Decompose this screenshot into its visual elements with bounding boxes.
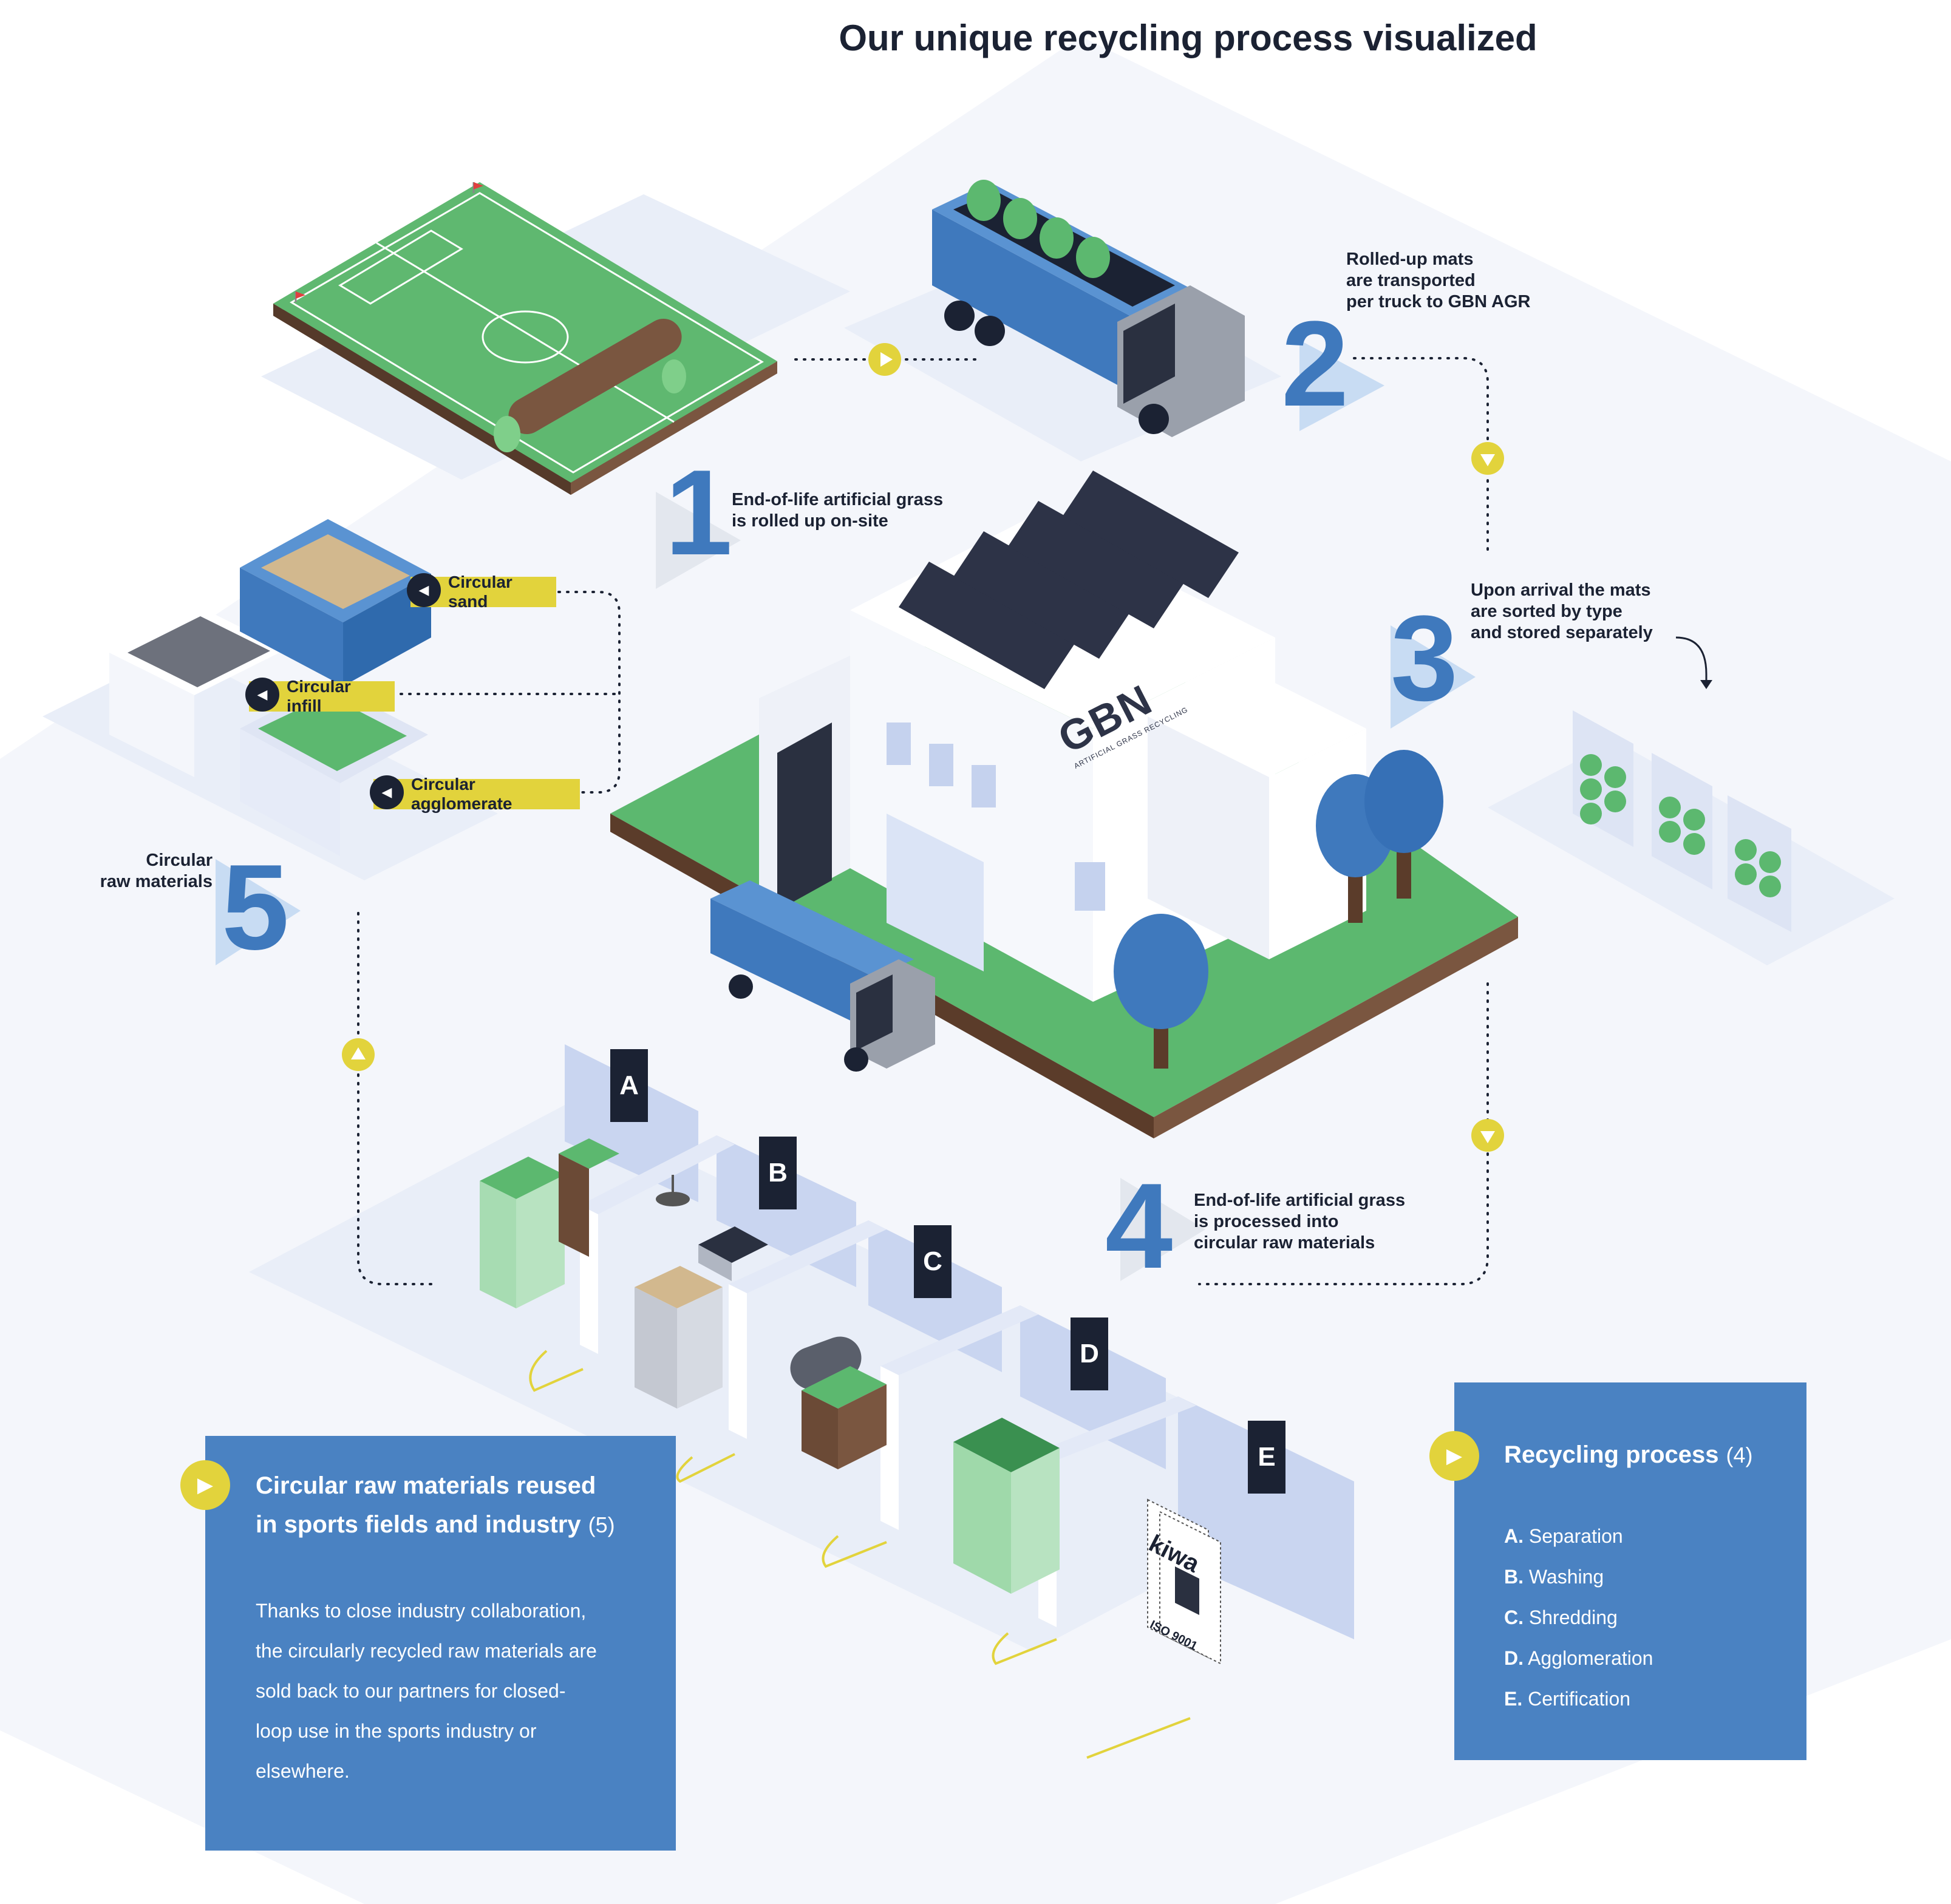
list-item: A. Separation — [1504, 1525, 1623, 1547]
step-3-number: 3 — [1391, 591, 1459, 726]
tag-circular-sand: ◀ Circular sand — [407, 573, 556, 611]
factory-island — [610, 471, 1518, 1138]
panel-reuse: ▶ Circular raw materials reused in sport… — [180, 1436, 676, 1851]
room-label-c: C — [914, 1225, 952, 1298]
tag-circular-infill: ◀ Circular infill — [245, 677, 395, 715]
list-item: D. Agglomeration — [1504, 1647, 1653, 1669]
room-label-a: A — [610, 1049, 648, 1122]
step-3-triangle — [1391, 625, 1476, 729]
play-left-icon: ◀ — [245, 678, 279, 712]
step-5-triangle — [216, 859, 301, 965]
step-4-triangle — [1120, 1178, 1205, 1281]
panel-reuse-heading: Circular raw materials reused in sports … — [256, 1472, 615, 1538]
step-1-number: 1 — [665, 445, 733, 580]
room-label-d: D — [1071, 1318, 1108, 1390]
flow-markers — [342, 343, 1504, 1152]
play-left-icon: ◀ — [370, 775, 404, 809]
panel-process-heading: Recycling process(4) — [1504, 1441, 1753, 1468]
step-5-number: 5 — [222, 840, 290, 975]
storage-racks — [1488, 710, 1895, 965]
flow-connectors — [357, 357, 1489, 1285]
panel-reuse-body: Thanks to close industry collaboration, … — [256, 1600, 597, 1782]
truck-transport — [844, 180, 1281, 461]
room-label-e: E — [1248, 1421, 1285, 1494]
panel-recycling-process: ▶ Recycling process(4) A. Separation B. … — [1429, 1382, 1806, 1760]
process-steps-list: A. Separation B. Washing C. Shredding D.… — [1504, 1516, 1796, 1719]
list-item: B. Washing — [1504, 1566, 1604, 1588]
play-left-icon: ◀ — [407, 573, 441, 607]
step-4-number: 4 — [1105, 1158, 1173, 1294]
play-icon: ▶ — [180, 1460, 230, 1510]
floor-arrows — [529, 1350, 1191, 1759]
list-item: E. Certification — [1504, 1688, 1631, 1710]
football-field — [273, 182, 777, 495]
sort-arrow — [1675, 636, 1708, 683]
step-2-triangle — [1299, 340, 1384, 431]
list-item: C. Shredding — [1504, 1606, 1618, 1628]
material-bins — [43, 519, 498, 880]
tag-circular-agglomerate: ◀ Circular agglomerate — [370, 775, 580, 813]
room-label-b: B — [759, 1137, 797, 1209]
step-1-triangle — [656, 492, 741, 589]
step-2-number: 2 — [1281, 296, 1349, 432]
page-title: Our unique recycling process visualized — [839, 18, 1537, 58]
play-icon: ▶ — [1429, 1431, 1479, 1481]
